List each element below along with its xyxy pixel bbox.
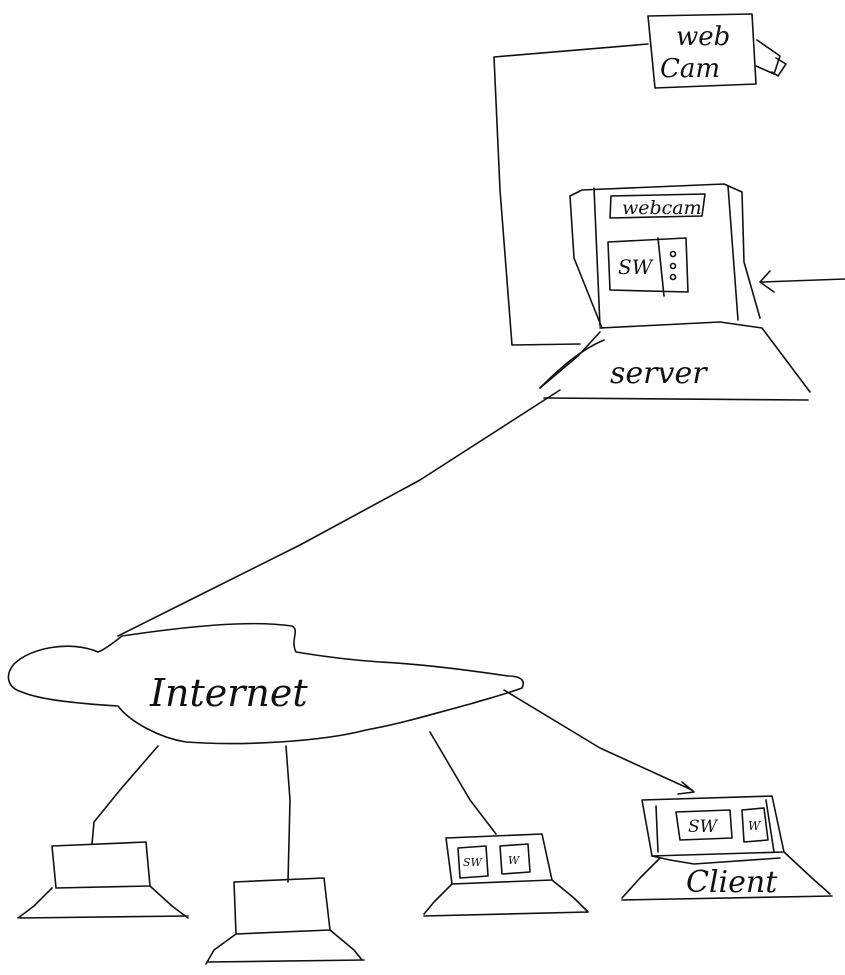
client-1-base xyxy=(17,885,189,919)
webcam-device: web Cam xyxy=(647,13,787,89)
client-4-sw-label: SW xyxy=(688,817,719,837)
webcam-body xyxy=(647,13,757,89)
client-3-w-label: W xyxy=(508,854,521,867)
client-4-sw-window xyxy=(675,809,733,841)
server-monitor xyxy=(569,183,761,329)
server-computer: webcam SW server xyxy=(539,183,811,401)
client-4-w-label: W xyxy=(748,819,762,833)
server-base-curve xyxy=(539,339,605,389)
server-monitor-screen xyxy=(593,185,739,327)
server-control-dot xyxy=(669,273,677,281)
client-2-monitor xyxy=(233,877,331,935)
server-webcam-window-label: webcam xyxy=(622,197,702,219)
webcam-lens xyxy=(755,39,787,77)
server-internet-link xyxy=(117,389,561,637)
server-base xyxy=(539,321,811,401)
client-computer-3: SW W xyxy=(423,833,589,917)
client-4-base xyxy=(621,851,833,901)
cloud-outline xyxy=(7,622,524,745)
server-sw-label: SW xyxy=(618,255,654,279)
client-3-monitor xyxy=(445,833,553,885)
webcam-label-line1: web xyxy=(676,22,730,52)
server-control-dot xyxy=(669,250,677,258)
client-computer-4: SW W Client xyxy=(621,795,833,901)
internet-link-client-2 xyxy=(285,745,291,883)
internet-link-client-4 xyxy=(503,689,693,791)
client-4-monitor-inner xyxy=(655,799,775,853)
server-control-dot xyxy=(669,262,677,270)
client-label: Client xyxy=(686,865,778,900)
client-computer-2 xyxy=(205,877,365,965)
client-4-w-window xyxy=(741,807,769,843)
client-1-monitor xyxy=(51,841,151,889)
webcam-cable xyxy=(493,43,649,346)
client-3-sw-window xyxy=(457,845,489,879)
internet-cloud: Internet xyxy=(7,622,524,745)
internet-link-client-3 xyxy=(429,731,497,835)
server-webcam-window xyxy=(609,193,706,219)
internet-label: Internet xyxy=(149,671,308,715)
incoming-arrow xyxy=(759,270,845,293)
client-3-sw-label: SW xyxy=(463,856,484,869)
client-3-base xyxy=(423,879,589,917)
client-computer-1 xyxy=(17,841,189,919)
server-sw-window xyxy=(607,237,689,297)
internet-link-client-1 xyxy=(91,745,159,845)
webcam-label-line2: Cam xyxy=(660,54,720,84)
client-3-w-window xyxy=(499,843,531,875)
client-4-arrowhead xyxy=(677,781,695,795)
client-2-base xyxy=(205,929,365,965)
server-label: server xyxy=(610,356,708,391)
